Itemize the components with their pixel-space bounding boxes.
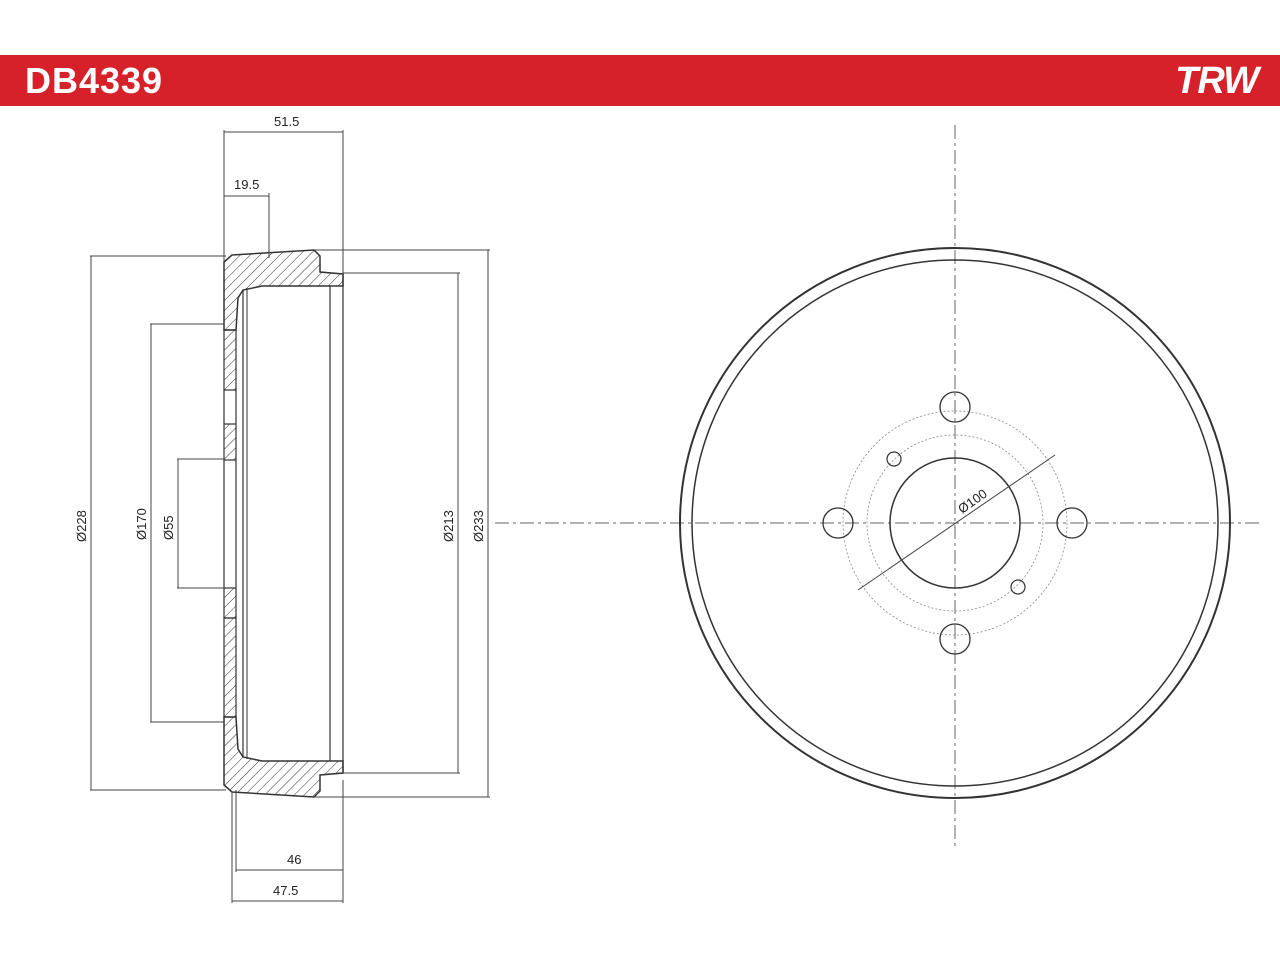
hub-wall-2 bbox=[223, 423, 237, 461]
dim-outer-diameter: Ø228 bbox=[74, 510, 89, 542]
dim-height-b: 47.5 bbox=[273, 883, 298, 898]
hub-wall-4 bbox=[223, 617, 237, 718]
dim-drum-inner-diameter: Ø213 bbox=[441, 510, 456, 542]
dim-height-a: 46 bbox=[287, 852, 301, 867]
dim-hub-depth: 19.5 bbox=[234, 177, 259, 192]
hub-pitch-circle bbox=[866, 434, 1044, 612]
hub-wall-1 bbox=[223, 329, 237, 391]
front-view bbox=[495, 125, 1260, 850]
drum-section-bottom bbox=[223, 716, 344, 798]
locating-hole-lower bbox=[1010, 579, 1026, 595]
brand-logo: TRW bbox=[1175, 60, 1259, 102]
locating-hole-upper bbox=[886, 451, 902, 467]
dim-max-diameter: Ø233 bbox=[471, 510, 486, 542]
dim-overall-depth: 51.5 bbox=[274, 114, 299, 129]
stud-hole-top bbox=[939, 391, 971, 423]
stud-hole-left bbox=[822, 507, 854, 539]
center-bore-circle bbox=[889, 457, 1021, 589]
stud-pitch-circle bbox=[842, 410, 1068, 636]
header-bar: DB4339 TRW bbox=[0, 55, 1280, 106]
part-number-title: DB4339 bbox=[25, 60, 164, 101]
dim-pcd-circle: Ø170 bbox=[134, 508, 149, 540]
stud-hole-bottom bbox=[939, 623, 971, 655]
drum-outer-circle bbox=[679, 247, 1231, 799]
side-view bbox=[223, 249, 344, 798]
hub-wall-3 bbox=[223, 587, 237, 619]
drum-inner-circle bbox=[691, 259, 1219, 787]
stud-hole-right bbox=[1056, 507, 1088, 539]
drum-section-top bbox=[223, 249, 344, 331]
dim-center-bore: Ø55 bbox=[161, 515, 176, 540]
bolt-circle-leader bbox=[857, 454, 1056, 591]
side-view-dimensions: 51.5 19.5 Ø228 Ø170 Ø55 Ø213 Ø233 46 47.… bbox=[74, 114, 490, 903]
